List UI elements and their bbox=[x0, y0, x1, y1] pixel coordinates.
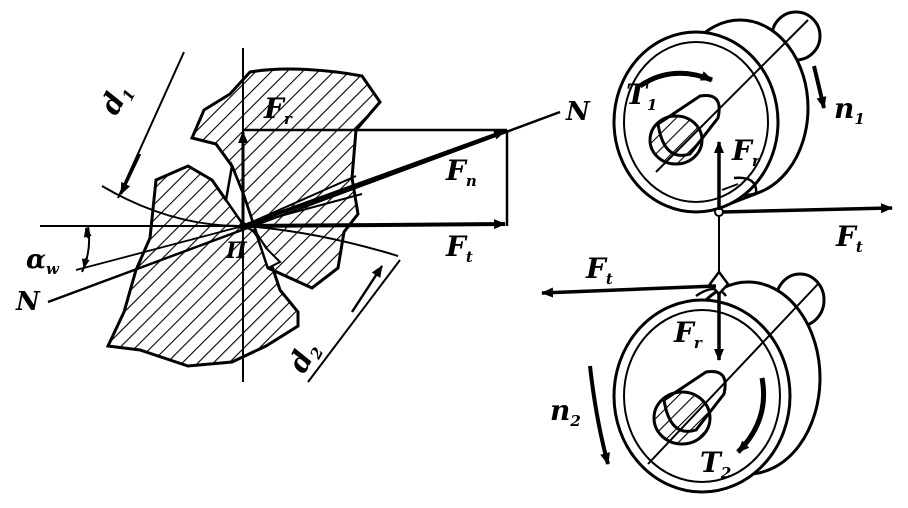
Ft-left-arrow bbox=[541, 284, 717, 298]
right-view: T1 n1 Fr Ft Ft Fr n2 T2 bbox=[541, 10, 893, 494]
pole-point bbox=[239, 222, 247, 230]
upper-gear-section bbox=[189, 67, 382, 290]
lower-gear bbox=[588, 272, 826, 494]
label-Ft: Ft bbox=[445, 230, 473, 266]
label-Fr: Fr bbox=[263, 92, 293, 128]
label-Ft-left: Ft bbox=[585, 252, 613, 288]
label-d2: d2 bbox=[281, 336, 327, 379]
Fn-arrow bbox=[242, 129, 506, 228]
Ft-arrow bbox=[242, 219, 506, 230]
label-d1: d1 bbox=[93, 78, 139, 121]
label-N-top: N bbox=[565, 97, 591, 127]
label-n2: n2 bbox=[550, 394, 581, 430]
label-alpha-w: αw bbox=[26, 245, 60, 278]
label-Fn: Fn bbox=[445, 154, 477, 190]
lower-gear-section bbox=[105, 164, 300, 368]
Ft-right-arrow bbox=[721, 203, 893, 214]
label-Fr-bottom: Fr bbox=[673, 316, 703, 352]
label-T2: T2 bbox=[700, 446, 731, 482]
label-Fr-top: Fr bbox=[731, 134, 761, 170]
upper-gear bbox=[612, 10, 827, 214]
label-N-bottom: N bbox=[15, 287, 41, 317]
left-view: d1 Fr Fn Ft N N П αw d2 bbox=[15, 48, 591, 383]
label-T1: T1 bbox=[626, 78, 657, 114]
label-n1: n1 bbox=[834, 92, 865, 128]
label-Ft-right: Ft bbox=[835, 220, 863, 256]
label-pole: П bbox=[225, 238, 248, 264]
